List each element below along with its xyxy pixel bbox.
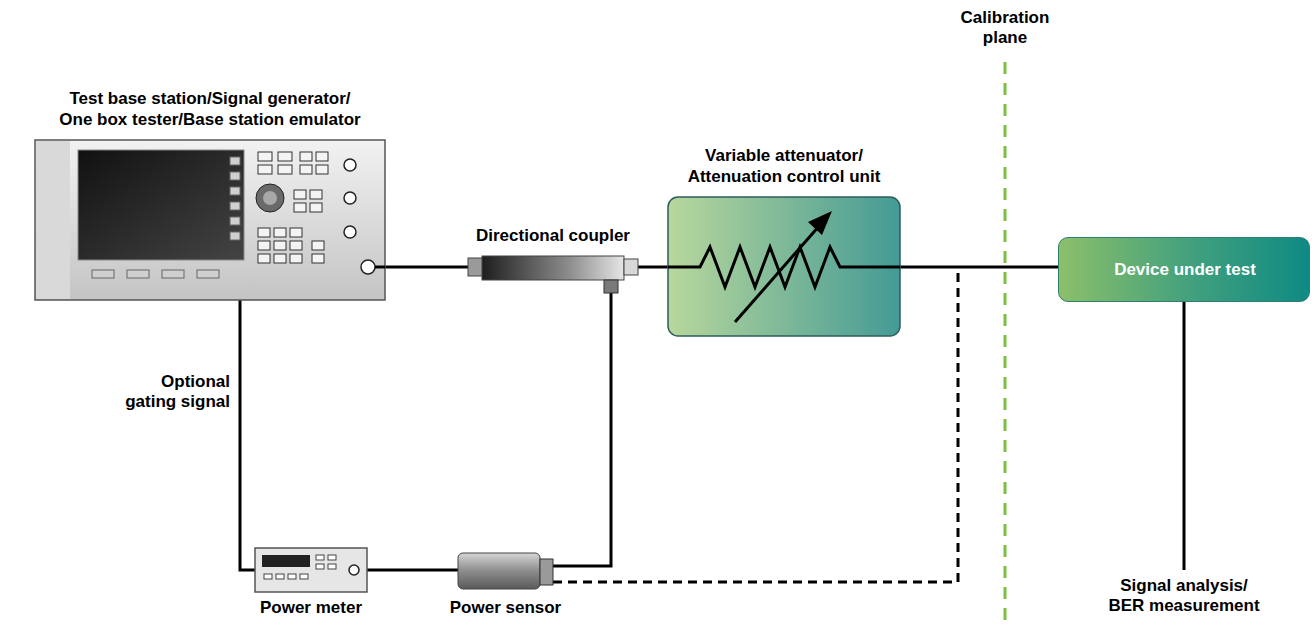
analysis-leader bbox=[1183, 302, 1186, 570]
coupler-connector bbox=[624, 259, 638, 275]
edge-label: Optional gating signal bbox=[118, 372, 230, 413]
instrument-body bbox=[35, 140, 385, 300]
calibration-plane-line bbox=[1004, 62, 1007, 628]
sensor-connector bbox=[540, 559, 553, 585]
coupler-illustration bbox=[468, 256, 638, 293]
knob bbox=[256, 184, 284, 212]
alt-sensor-path bbox=[553, 267, 958, 582]
instrument-illustration bbox=[35, 140, 385, 300]
meter-port bbox=[349, 565, 359, 575]
power-sensor: Power sensor bbox=[458, 548, 553, 592]
attenuator-illustration bbox=[668, 197, 900, 336]
meter-body bbox=[255, 548, 367, 592]
attenuator-box bbox=[668, 197, 900, 336]
instrument: Test base station/Signal generator/ One … bbox=[35, 140, 385, 300]
power-meter-label: Power meter bbox=[260, 598, 362, 618]
knob-center bbox=[263, 191, 277, 205]
instrument-label: Test base station/Signal generator/ One … bbox=[55, 89, 365, 130]
coupler-port bbox=[604, 280, 618, 293]
cable bbox=[638, 266, 668, 269]
variable-arrowhead bbox=[808, 211, 832, 235]
coupler: Directional coupler bbox=[468, 256, 638, 280]
softkeys bbox=[92, 157, 240, 278]
power-meter: Power meter bbox=[255, 548, 367, 592]
power-sensor-label: Power sensor bbox=[450, 598, 562, 618]
meter-buttons bbox=[264, 555, 336, 579]
instrument-ports bbox=[344, 159, 375, 274]
output-stub bbox=[375, 266, 385, 269]
cable bbox=[240, 300, 255, 570]
analysis-label: Signal analysis/ BER measurement bbox=[1104, 576, 1264, 617]
coupler-label: Directional coupler bbox=[476, 226, 630, 246]
variable-arrow bbox=[735, 225, 820, 322]
cable bbox=[900, 266, 1058, 269]
keypad bbox=[258, 152, 328, 263]
power-sensor-illustration bbox=[458, 553, 553, 589]
sensor-body bbox=[458, 553, 540, 589]
instrument-screen bbox=[78, 150, 244, 260]
cable bbox=[553, 280, 611, 566]
calibration-plane-label: Calibration plane bbox=[955, 8, 1055, 49]
meter-display bbox=[262, 555, 310, 567]
cable bbox=[367, 569, 458, 572]
attenuator-box: Variable attenuator/ Attenuation control… bbox=[668, 197, 900, 336]
dut-box-label: Device under test bbox=[1114, 260, 1256, 280]
coupler-body bbox=[482, 256, 624, 280]
attenuator-box-label: Variable attenuator/ Attenuation control… bbox=[679, 146, 889, 187]
power-meter-illustration bbox=[255, 548, 367, 592]
instrument-bezel bbox=[36, 141, 70, 299]
cable bbox=[385, 266, 468, 269]
dut-box: Device under test bbox=[1058, 237, 1310, 302]
